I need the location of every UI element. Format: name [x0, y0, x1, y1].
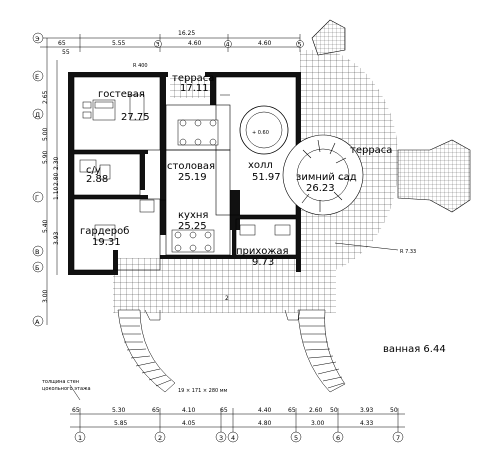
top-seg-2: 4.60	[188, 40, 202, 47]
furniture	[79, 94, 291, 253]
top-stair	[311, 19, 346, 56]
bottom-dimensions	[70, 408, 405, 433]
left-inner-2: 2.80	[53, 172, 60, 186]
bottom-small-4: 65	[288, 407, 296, 414]
top-small-1: 65	[58, 40, 66, 47]
front-stairs	[117, 309, 346, 393]
row-axis-3: Д	[35, 111, 40, 119]
top-small-2: 55	[62, 49, 70, 56]
stair-mark: 2	[225, 295, 229, 302]
bottom-r1-2: 4.10	[182, 407, 196, 414]
bottom-r2-2: 4.05	[182, 420, 196, 427]
stair-spec: 19 × 171 × 280 мм	[178, 388, 228, 394]
left-upper-3: 5.90	[42, 150, 49, 164]
col-axis-5: 5	[294, 434, 298, 442]
wall-note-line1: толщина стен	[42, 379, 79, 385]
room-guest-area: 27.75	[121, 112, 150, 123]
left-axis-marks: Э Е Д Г В Б А	[32, 32, 44, 327]
top-total-dim: 16.25	[178, 30, 195, 37]
room-guest-name: гостевая	[98, 89, 145, 100]
left-upper-1: 2.65	[42, 90, 49, 104]
bottom-r1-4: 2.60	[309, 407, 323, 414]
row-axis-1: Э	[35, 35, 40, 43]
left-inner-3: 1.10	[53, 186, 60, 200]
left-inner-1: 2.30	[53, 156, 60, 170]
bottom-r2-3: 4.80	[258, 420, 272, 427]
bottom-r2-1: 5.85	[114, 420, 128, 427]
bottom-small-5: 50	[330, 407, 338, 414]
row-axis-4: Г	[35, 194, 39, 202]
bottom-r1-5: 3.93	[360, 407, 374, 414]
room-kitchen-area: 25.25	[178, 221, 207, 232]
col-axis-4: 4	[231, 434, 235, 442]
room-entry-name: прихожая	[236, 246, 289, 257]
row-axis-6: Б	[35, 264, 39, 272]
column-mark: + 0.60	[252, 130, 269, 136]
top-terrace-paving	[170, 78, 210, 98]
row-axis-7: А	[35, 318, 40, 326]
top-seg-3: 4.60	[258, 40, 272, 47]
interior-lines	[73, 76, 297, 271]
room-dining-name: столовая	[167, 161, 215, 172]
col-axis-2: 2	[158, 434, 162, 442]
left-lower-1: 5.40	[42, 219, 49, 233]
radius-line	[334, 242, 399, 251]
bottom-small-2: 65	[152, 407, 160, 414]
wall-note-line2: цокольного этажа	[42, 386, 91, 392]
room-labels: терраса 17.11 гостевая 27.75 с/у 2.88 ст…	[80, 73, 392, 268]
wall-note-leader	[69, 384, 81, 401]
winter-garden-feature	[282, 134, 364, 216]
room-bath-name: с/у	[86, 165, 101, 176]
bottom-small-3: 65	[220, 407, 228, 414]
top-axis-marks: 3 4 5	[154, 40, 304, 49]
top-axis-4: 4	[226, 41, 230, 49]
room-entry-area: 9.73	[252, 257, 274, 268]
col-axis-7: 7	[396, 434, 400, 442]
left-dimensions	[46, 38, 58, 325]
room-hall-name: холл	[248, 160, 273, 171]
room-winter-garden-name: зимний сад	[296, 172, 357, 183]
top-axis-3: 3	[156, 41, 160, 49]
room-dining-area: 25.19	[178, 172, 207, 183]
left-inner-4: 3.93	[53, 231, 60, 245]
col-axis-3: 3	[219, 434, 223, 442]
room-terrace-top-name: терраса	[172, 73, 214, 84]
col-axis-1: 1	[78, 434, 82, 442]
room-wardrobe-area: 19.31	[92, 237, 121, 248]
room-terrace-top-area: 17.11	[180, 83, 209, 94]
room-winter-garden-area: 26.23	[306, 183, 335, 194]
radius-top: R 400	[133, 63, 148, 69]
left-lower-2: 3.00	[42, 289, 49, 303]
hall-column: + 0.60	[239, 105, 289, 155]
room-bath-area: 2.88	[86, 174, 108, 185]
bottom-small-1: 65	[72, 407, 80, 414]
room-terrace-right-name: терраса	[350, 145, 392, 156]
top-axis-5: 5	[298, 41, 302, 49]
bath-caption: ванная 6.44	[383, 344, 446, 355]
bottom-small-6: 50	[390, 407, 398, 414]
bottom-r1-3: 4.40	[258, 407, 272, 414]
room-hall-area: 51.97	[252, 172, 281, 183]
bottom-axis-marks: 1 2 3 4 5 6 7	[74, 431, 404, 443]
row-axis-2: Е	[35, 73, 39, 81]
bottom-r2-5: 4.33	[360, 420, 374, 427]
left-upper-2: 5.00	[42, 127, 49, 141]
bottom-r1-1: 5.30	[112, 407, 126, 414]
room-wardrobe-name: гардероб	[80, 226, 129, 237]
col-axis-6: 6	[336, 434, 340, 442]
top-seg-1: 5.55	[112, 40, 126, 47]
right-stair-paving	[397, 139, 471, 213]
radius-right: R 7.33	[400, 249, 416, 255]
row-axis-5: В	[35, 248, 39, 256]
room-kitchen-name: кухня	[178, 210, 208, 221]
bottom-r2-4: 3.00	[311, 420, 325, 427]
